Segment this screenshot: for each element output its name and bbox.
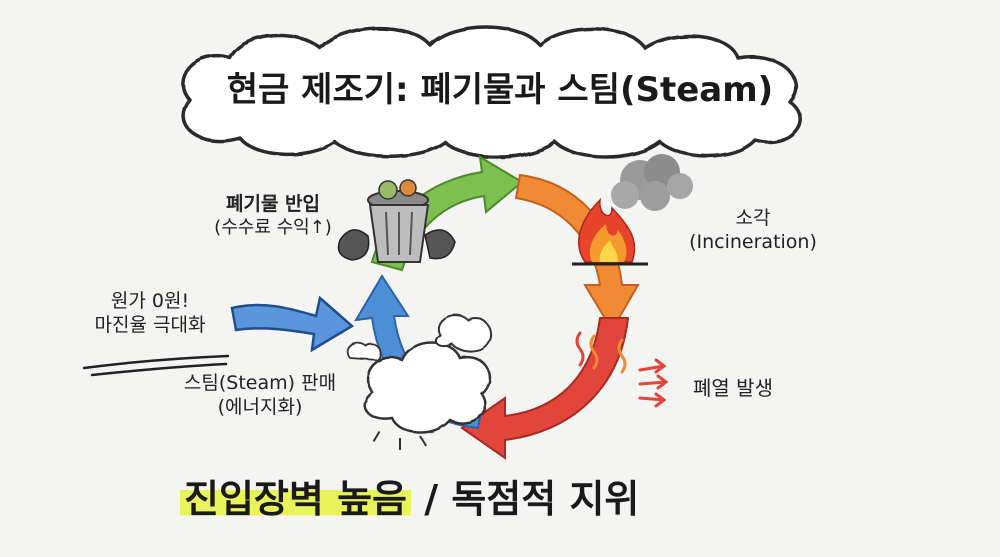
steam-sale-line1: 스팀(Steam) 판매 (183, 372, 337, 394)
steam-sale-label: 스팀(Steam) 판매 (에너지화) (160, 372, 360, 420)
tagline-highlight: 진입장벽 높음 (180, 477, 411, 521)
waste-in-line2: (수수료 수익↑) (214, 216, 332, 238)
waste-heat-label: 폐열 발생 (678, 376, 788, 401)
waste-in-line1: 폐기물 반입 (225, 193, 320, 215)
heat-waves-icon (575, 331, 669, 408)
title-cloud-icon (181, 25, 802, 159)
trash-can-icon (337, 179, 456, 263)
side-note-line1: 원가 0원! (110, 290, 190, 312)
waste-heat-line1: 폐열 발생 (693, 376, 773, 400)
incineration-line2: (Incineration) (689, 230, 817, 253)
smoke-icon (611, 154, 693, 211)
side-note-line2: 마진율 극대화 (94, 313, 206, 336)
page-title: 현금 제조기: 폐기물과 스팀(Steam) (226, 70, 774, 110)
tagline: 진입장벽 높음 / 독점적 지위 (180, 468, 800, 523)
steam-cloud-icon (346, 314, 493, 450)
tagline-rest: / 독점적 지위 (411, 477, 640, 521)
side-note-underline (82, 354, 230, 377)
orange-arrow-icon (514, 173, 640, 332)
side-note-label: 원가 0원! 마진율 극대화 (70, 290, 230, 338)
waste-in-label: 폐기물 반입 (수수료 수익↑) (188, 193, 358, 239)
fire-icon (572, 197, 648, 266)
steam-sale-line2: (에너지화) (217, 395, 303, 418)
blue-arrow-icon (230, 295, 355, 353)
incineration-line1: 소각 (735, 207, 771, 229)
incineration-label: 소각 (Incineration) (668, 207, 838, 255)
red-arrow-icon (460, 317, 630, 460)
